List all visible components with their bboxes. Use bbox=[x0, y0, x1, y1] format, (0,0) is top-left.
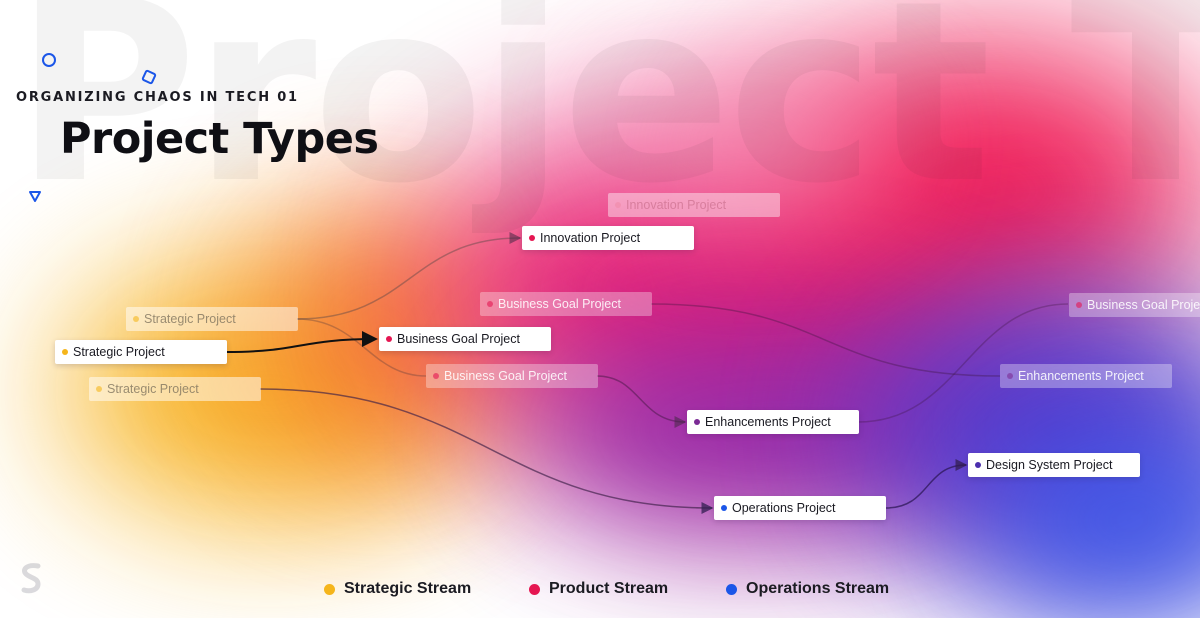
diamond-outline-icon bbox=[141, 69, 157, 85]
node-strategic-ghost-bottom: Strategic Project bbox=[89, 377, 261, 401]
circle-outline-icon bbox=[42, 53, 56, 67]
brand-logo-icon bbox=[21, 563, 41, 594]
connector-operations-to-design-system bbox=[885, 459, 968, 509]
connector-business-goal-to-enhancements bbox=[596, 375, 687, 428]
legend-dot-strategic bbox=[324, 583, 335, 595]
legend-item-product: Product Stream bbox=[529, 580, 668, 598]
node-innovation-ghost: Innovation Project bbox=[608, 193, 780, 217]
triangle-outline-icon bbox=[29, 191, 41, 202]
stream-legend: Strategic Stream Product Stream Operatio… bbox=[0, 580, 1200, 604]
legend-dot-product bbox=[529, 583, 540, 595]
connector-strategic-to-operations bbox=[259, 388, 714, 514]
node-design-system[interactable]: Design System Project bbox=[968, 453, 1140, 477]
legend-label-product: Product Stream bbox=[549, 580, 669, 597]
legend-label-operations: Operations Stream bbox=[746, 580, 890, 597]
node-business-goal-main[interactable]: Business Goal Project bbox=[379, 327, 551, 351]
legend-dot-operations bbox=[726, 583, 737, 595]
legend-item-operations: Operations Stream bbox=[726, 580, 889, 598]
legend-label-strategic: Strategic Stream bbox=[344, 580, 472, 597]
node-business-goal-ghost-top: Business Goal Project bbox=[480, 292, 652, 316]
series-eyebrow: ORGANIZING CHAOS IN TECH 01 bbox=[16, 90, 299, 105]
node-business-goal-ghost-right: Business Goal Project bbox=[1069, 293, 1200, 317]
node-enhancements-main[interactable]: Enhancements Project bbox=[687, 410, 859, 434]
connector-strategic-to-innovation bbox=[296, 232, 522, 320]
gradient-cloud-pink-fade bbox=[600, 60, 900, 220]
node-business-goal-ghost-mid: Business Goal Project bbox=[426, 364, 598, 388]
legend-item-strategic: Strategic Stream bbox=[324, 580, 471, 598]
node-operations[interactable]: Operations Project bbox=[714, 496, 886, 520]
page-title: Project Types bbox=[60, 114, 379, 164]
connector-strategic-to-business-goal-ghost bbox=[296, 318, 427, 377]
background-watermark-word: Project Types bbox=[14, 0, 1200, 238]
node-innovation[interactable]: Innovation Project bbox=[522, 226, 694, 250]
connector-business-goal-to-enhancements-ghost bbox=[650, 303, 1001, 377]
node-enhancements-ghost: Enhancements Project bbox=[1000, 364, 1172, 388]
node-strategic-ghost-top: Strategic Project bbox=[126, 307, 298, 331]
connector-enhancements-to-business-goal-ghost bbox=[857, 303, 1069, 423]
node-strategic-main[interactable]: Strategic Project bbox=[55, 340, 227, 364]
connector-strategic-to-business-goal bbox=[226, 331, 378, 353]
